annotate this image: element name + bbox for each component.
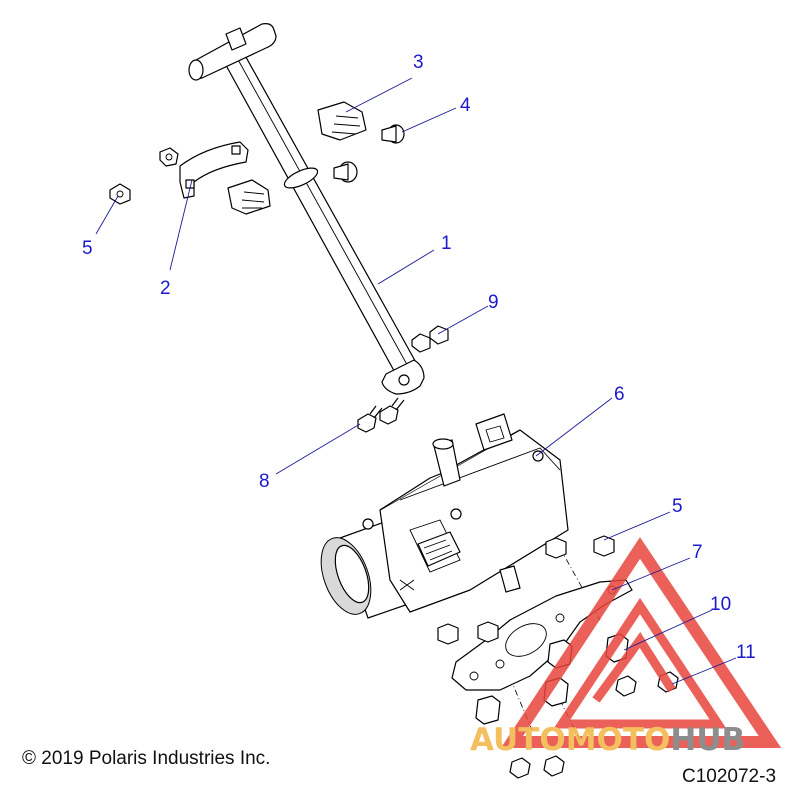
bolts-part-8 bbox=[357, 397, 405, 433]
steering-column-tube bbox=[188, 23, 425, 395]
callout-2: 2 bbox=[160, 278, 171, 299]
steering-gearbox-assembly bbox=[320, 413, 569, 619]
callout-5-right: 5 bbox=[672, 496, 683, 517]
watermark-text-part1: AUTOMOTO bbox=[470, 722, 670, 758]
callout-4: 4 bbox=[460, 95, 471, 116]
push-pin-upper bbox=[381, 124, 405, 144]
nut-left bbox=[109, 183, 131, 205]
clamp-bracket bbox=[179, 141, 249, 199]
callout-11: 11 bbox=[736, 642, 756, 663]
copyright-notice: © 2019 Polaris Industries Inc. bbox=[22, 748, 271, 769]
nut-part-5-right bbox=[593, 535, 615, 557]
bushing-lower bbox=[227, 179, 271, 215]
callout-7: 7 bbox=[692, 542, 703, 563]
push-pin-lower bbox=[333, 161, 358, 183]
callouts: 1 2 3 4 5 5 6 7 8 9 10 11 bbox=[82, 52, 756, 663]
callout-5-left: 5 bbox=[82, 238, 93, 259]
watermark-text-part2: HUB bbox=[670, 722, 745, 758]
leader-lines bbox=[95, 77, 737, 685]
bolts-part-11 bbox=[509, 671, 679, 779]
callout-1: 1 bbox=[441, 233, 452, 254]
callout-10: 10 bbox=[710, 594, 731, 615]
nuts-part-9 bbox=[411, 325, 449, 353]
watermark-triangle-inner bbox=[553, 597, 727, 729]
callout-6: 6 bbox=[614, 384, 625, 405]
callout-3: 3 bbox=[413, 52, 424, 73]
callout-8: 8 bbox=[259, 471, 270, 492]
nuts-gearbox-lower bbox=[437, 537, 567, 645]
watermark-triangle-outer bbox=[500, 537, 782, 748]
washer bbox=[159, 147, 179, 167]
watermark-logo: AUTOMOTOHUB bbox=[470, 537, 782, 758]
callout-9: 9 bbox=[488, 292, 499, 313]
document-number: C102072-3 bbox=[682, 766, 777, 787]
bushing-upper bbox=[317, 101, 367, 141]
watermark-text: AUTOMOTOHUB bbox=[470, 722, 745, 758]
